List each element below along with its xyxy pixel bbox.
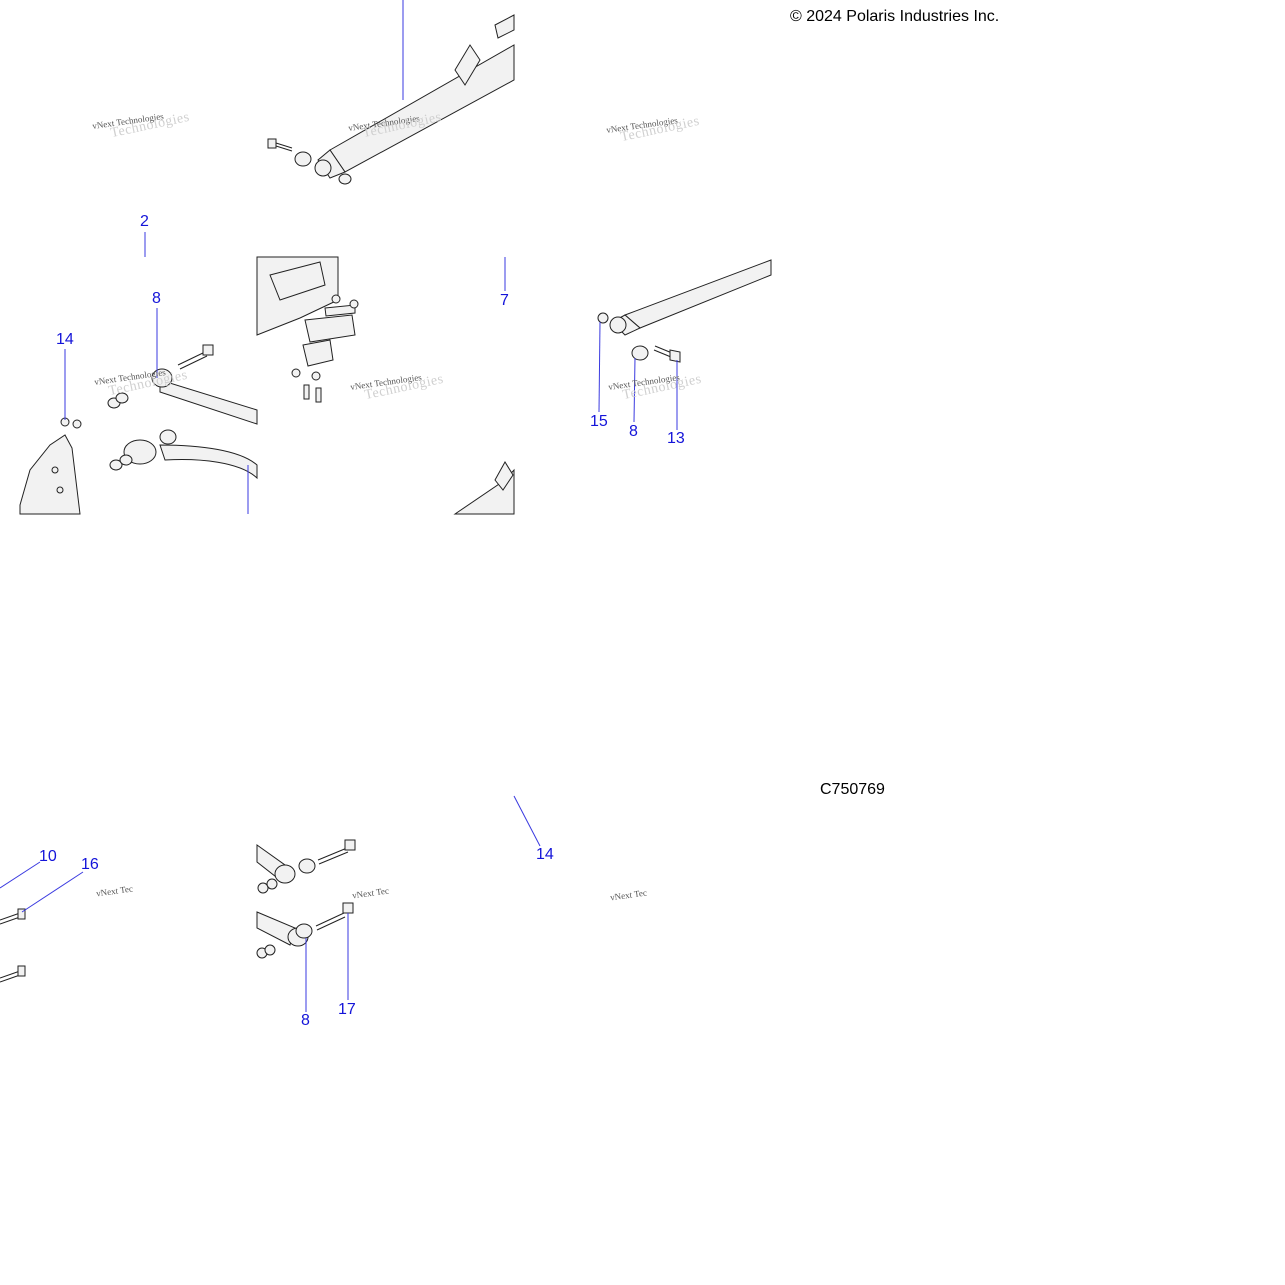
bolt-13: [653, 345, 681, 363]
leader-16: [21, 871, 84, 913]
washer-4: [119, 454, 133, 466]
figure-id: C750769: [820, 781, 885, 798]
mount-bracket: [19, 434, 81, 515]
bolt-mid-left: [177, 344, 214, 370]
copyright-notice: © 2024 Polaris Industries Inc.: [790, 8, 1000, 25]
callout-14: 14: [56, 331, 74, 348]
lower-link: [123, 429, 258, 480]
callout-15: 15: [590, 413, 608, 430]
washer-b1: [257, 882, 269, 894]
callout-13: 13: [667, 430, 685, 447]
bolt-bottom-1: [317, 839, 356, 865]
callout-7: 7: [500, 292, 509, 309]
plate: [304, 314, 356, 343]
nut-d: [311, 371, 321, 381]
callout-10: 10: [39, 848, 57, 865]
bolt-b: [315, 387, 322, 403]
callout-8: 8: [301, 1012, 310, 1029]
trailing-arm-top: [314, 14, 515, 179]
washer-15: [597, 312, 609, 324]
callout-2: 2: [140, 213, 149, 230]
callout-8: 8: [629, 423, 638, 440]
bolts-bottom-left: [0, 908, 26, 983]
bolt-a: [303, 384, 310, 400]
nut-mid-left-2: [72, 419, 82, 429]
bushing-8-bottom: [295, 923, 313, 939]
nut-b: [349, 299, 359, 309]
bolt-top: [267, 138, 293, 152]
callout-8: 8: [152, 290, 161, 307]
frame-section: [256, 256, 339, 336]
bushing-8: [631, 345, 649, 361]
callout-16: 16: [81, 856, 99, 873]
bushing-top: [294, 151, 312, 167]
trailing-arm-right: [609, 259, 772, 336]
strip: [324, 304, 356, 317]
washer-b2: [266, 878, 278, 890]
leader-8b: [633, 357, 636, 423]
bolt-17: [315, 902, 354, 931]
washer-3: [109, 459, 123, 471]
washer-b4: [264, 944, 276, 956]
upper-link-bottom: [256, 844, 296, 884]
frame-corner: [453, 468, 515, 515]
callout-14: 14: [536, 846, 554, 863]
leader-14b: [513, 795, 541, 847]
washer-2: [115, 392, 129, 404]
bracket-small: [302, 339, 334, 367]
leader-15: [598, 321, 601, 413]
nut-c: [291, 368, 301, 378]
bushing-bottom-1: [298, 858, 316, 874]
nut-top: [338, 173, 352, 185]
gusset: [494, 461, 514, 491]
leader-10: [0, 861, 41, 889]
callout-17: 17: [338, 1001, 356, 1018]
nut-a: [331, 294, 341, 304]
